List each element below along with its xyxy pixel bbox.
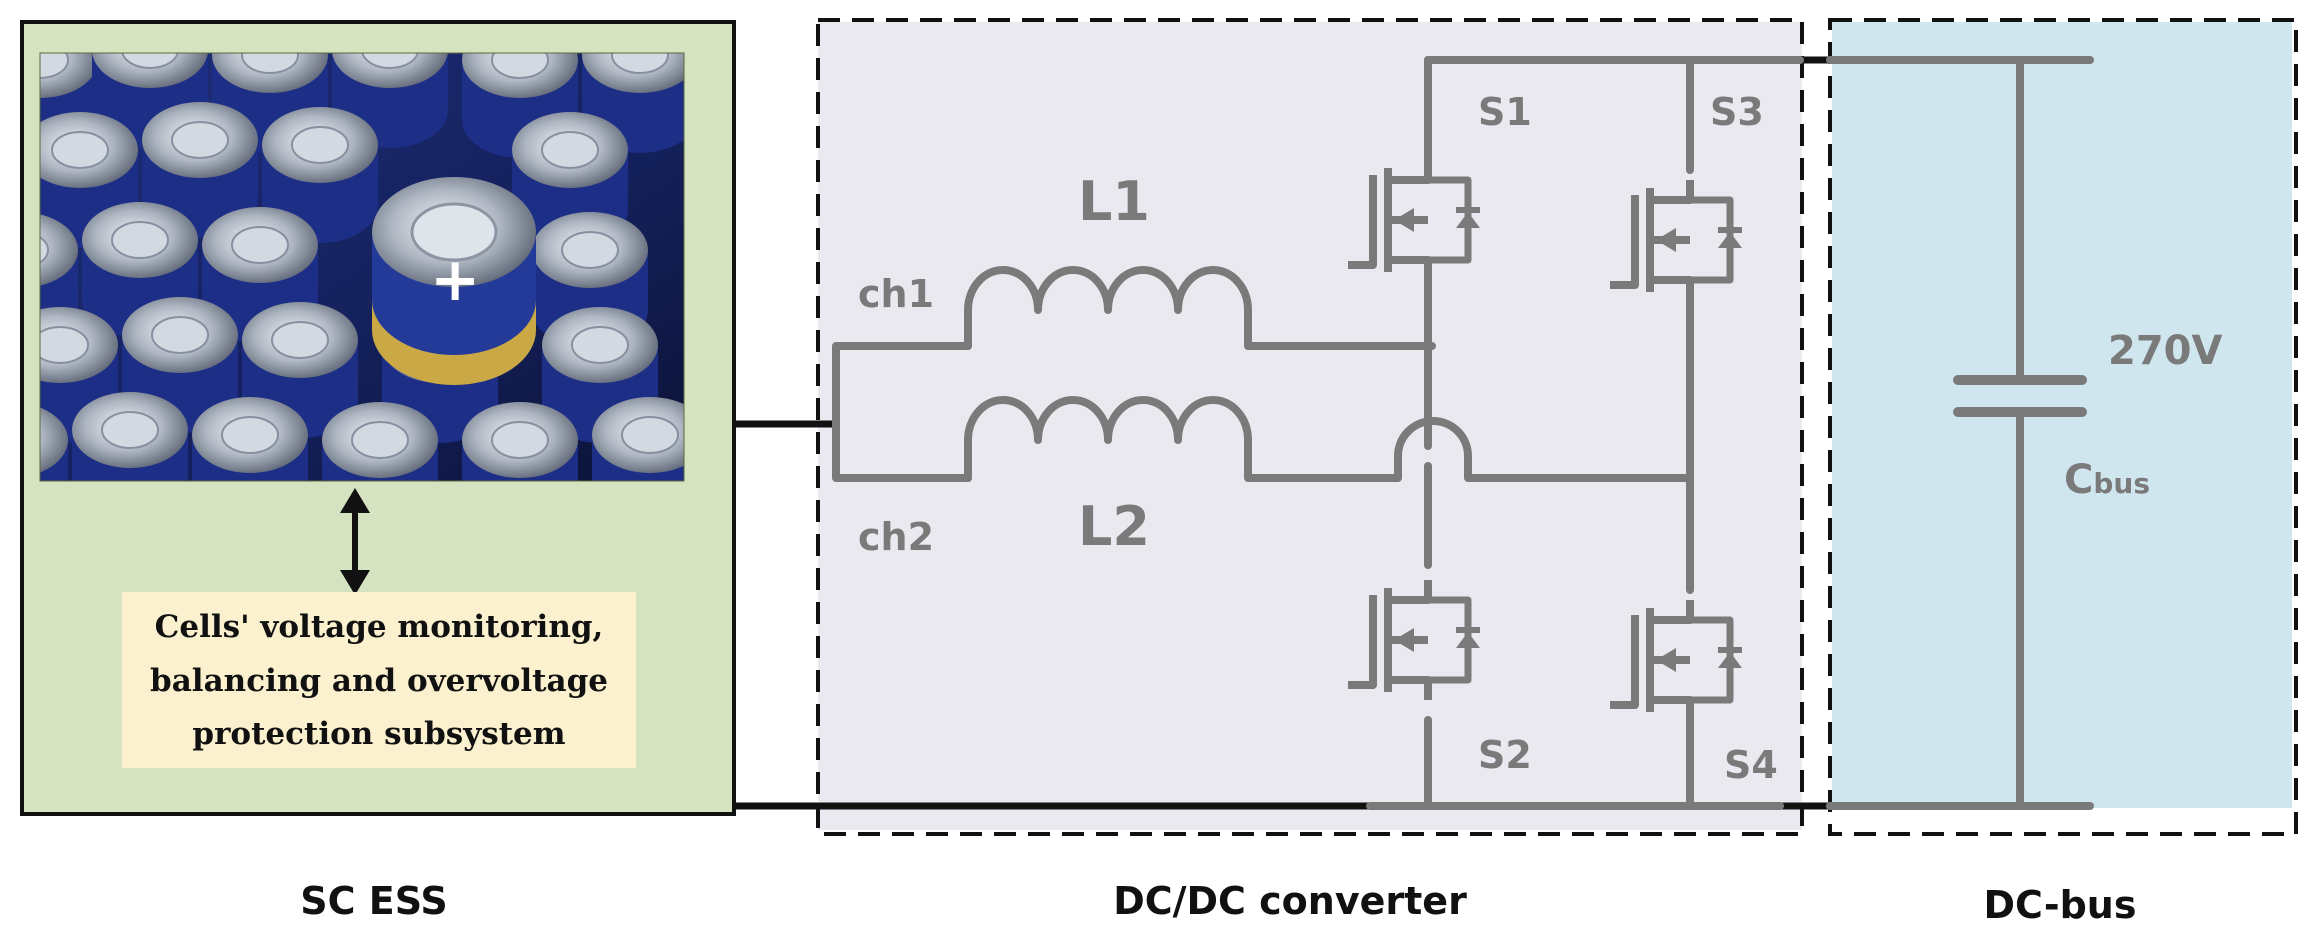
monitoring-line-1: Cells' voltage monitoring, (155, 609, 604, 645)
mosfet-s3 (1610, 180, 1742, 300)
label-voltage: 270V (2108, 328, 2222, 374)
inductor-l2 (964, 396, 1694, 482)
label-dc-bus: DC-bus (1984, 883, 2137, 927)
label-s3: S3 (1710, 90, 1764, 134)
svg-text:+: + (430, 245, 480, 315)
label-ch2: ch2 (858, 515, 934, 559)
dc-bus-dashed-border (1828, 18, 2298, 836)
converter-block (818, 22, 1802, 830)
label-s2: S2 (1478, 733, 1532, 777)
monitoring-line-3: protection subsystem (192, 716, 565, 752)
converter-dashed-border (816, 18, 1804, 836)
supercapacitor-photo: + (40, 53, 684, 481)
label-s4: S4 (1724, 743, 1778, 787)
label-l2: L2 (1078, 495, 1150, 558)
mosfet-s2 (1348, 580, 1480, 700)
converter-circuit (832, 56, 1804, 810)
label-sc-ess: SC ESS (300, 879, 447, 923)
mosfet-s1 (1348, 160, 1480, 280)
label-l1: L1 (1078, 170, 1150, 233)
monitoring-box: Cells' voltage monitoring, balancing and… (122, 592, 636, 768)
label-ch1: ch1 (858, 272, 934, 316)
label-dc-dc-converter: DC/DC converter (1113, 879, 1467, 923)
label-cbus: Cbus (2064, 457, 2150, 503)
monitoring-line-2: balancing and overvoltage (150, 663, 608, 699)
highlighted-cell: + (372, 177, 536, 385)
inductor-l1 (964, 266, 1436, 350)
mosfet-s4 (1610, 600, 1742, 720)
label-s1: S1 (1478, 90, 1532, 134)
dc-bus-circuit (1826, 56, 2094, 810)
double-arrow-icon (340, 488, 370, 595)
